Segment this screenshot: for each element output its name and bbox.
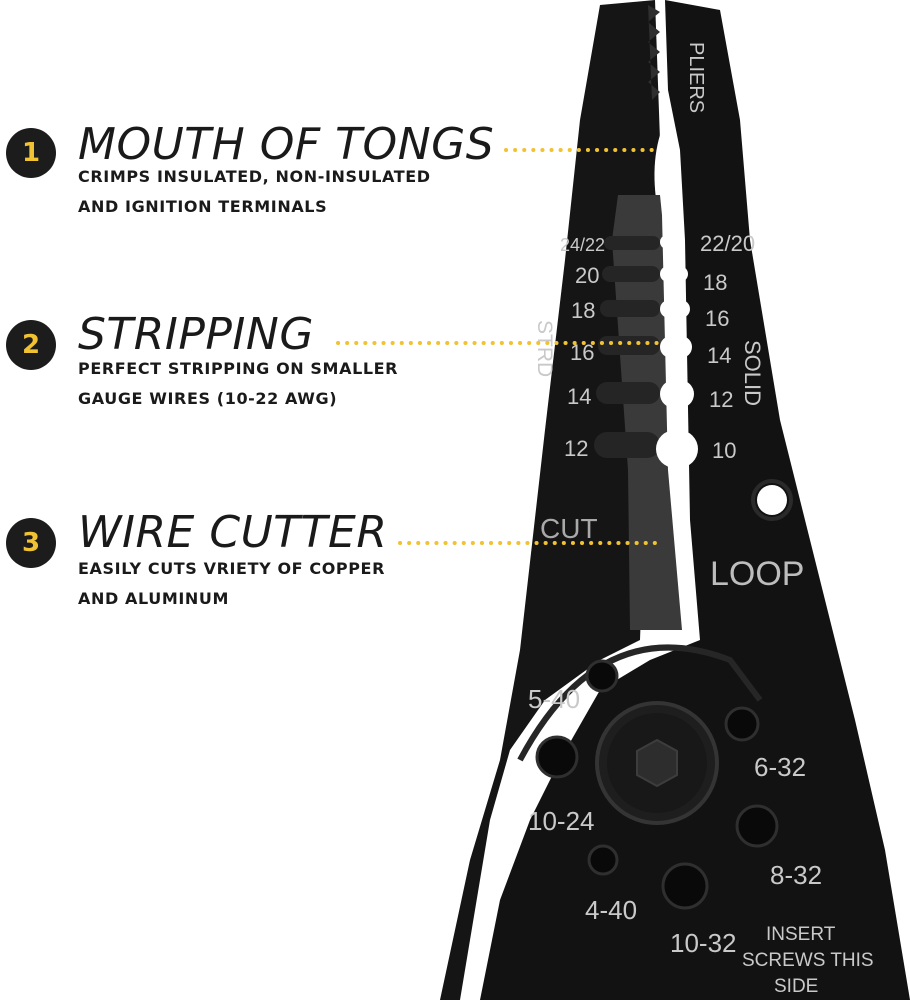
feature-description: PERFECT STRIPPING ON SMALLER GAUGE WIRES… xyxy=(78,354,498,414)
feature-wire-cutter: 3 WIRE CUTTER EASILY CUTS VRIETY OF COPP… xyxy=(0,508,520,618)
feature-title: WIRE CUTTER xyxy=(78,507,388,558)
solid-gauge-10: 10 xyxy=(712,438,736,463)
feature-description: EASILY CUTS VRIETY OF COPPER AND ALUMINU… xyxy=(78,554,498,614)
hex-socket xyxy=(636,738,678,788)
screw-size-10-32: 10-32 xyxy=(670,928,737,958)
feature-description-line: CRIMPS INSULATED, NON-INSULATED xyxy=(78,167,431,186)
solid-label: SOLID xyxy=(740,340,765,406)
feature-number-badge: 1 xyxy=(6,128,56,178)
insert-label-line1: INSERT xyxy=(766,924,836,945)
loop-label: LOOP xyxy=(710,555,804,593)
solid-gauge-16: 16 xyxy=(705,306,729,331)
cut-label: CUT xyxy=(540,513,598,544)
stranded-gauge-18: 18 xyxy=(571,298,595,323)
stranded-gauge-14: 14 xyxy=(567,384,591,409)
feature-description-line: AND ALUMINUM xyxy=(78,589,230,608)
screw-size-6-32: 6-32 xyxy=(754,752,806,782)
feature-stripping: 2 STRIPPING PERFECT STRIPPING ON SMALLER… xyxy=(0,310,520,420)
feature-title: STRIPPING xyxy=(78,309,314,360)
feature-description: CRIMPS INSULATED, NON-INSULATED AND IGNI… xyxy=(78,162,498,222)
insert-label-line2: SCREWS THIS xyxy=(742,950,874,971)
feature-description-line: EASILY CUTS VRIETY OF COPPER xyxy=(78,559,385,578)
stranded-gauge-12: 12 xyxy=(564,436,588,461)
stranded-gauge-20: 20 xyxy=(575,263,599,288)
feature-description-line: AND IGNITION TERMINALS xyxy=(78,197,328,216)
screw-size-8-32: 8-32 xyxy=(770,860,822,890)
screw-holes xyxy=(535,659,779,910)
feature-number-badge: 3 xyxy=(6,518,56,568)
blade-notches xyxy=(594,236,660,458)
feature-mouth-of-tongs: 1 MOUTH OF TONGS CRIMPS INSULATED, NON-I… xyxy=(0,120,520,230)
pliers-label: PLIERS xyxy=(685,42,707,113)
stranded-gauge-24-22: 24/22 xyxy=(560,235,605,255)
screw-size-5-40: 5-40 xyxy=(528,684,580,714)
solid-gauge-14: 14 xyxy=(707,343,731,368)
screw-size-4-40: 4-40 xyxy=(585,895,637,925)
stranded-label: STRD xyxy=(533,320,556,377)
solid-gauge-22-20: 22/20 xyxy=(700,231,755,256)
tool-left-jaw xyxy=(440,0,660,1000)
tool-right-jaw xyxy=(480,0,910,1000)
feature-title: MOUTH OF TONGS xyxy=(78,119,495,170)
crimp-teeth xyxy=(648,5,660,100)
insert-label-line3: SIDE xyxy=(774,976,818,997)
screw-size-10-24: 10-24 xyxy=(528,806,595,836)
stripping-holes xyxy=(656,235,698,468)
loop-hole xyxy=(757,485,787,515)
solid-gauge-18: 18 xyxy=(703,270,727,295)
feature-number-badge: 2 xyxy=(6,320,56,370)
solid-gauge-12: 12 xyxy=(709,387,733,412)
feature-description-line: GAUGE WIRES (10-22 AWG) xyxy=(78,389,338,408)
feature-description-line: PERFECT STRIPPING ON SMALLER xyxy=(78,359,399,378)
